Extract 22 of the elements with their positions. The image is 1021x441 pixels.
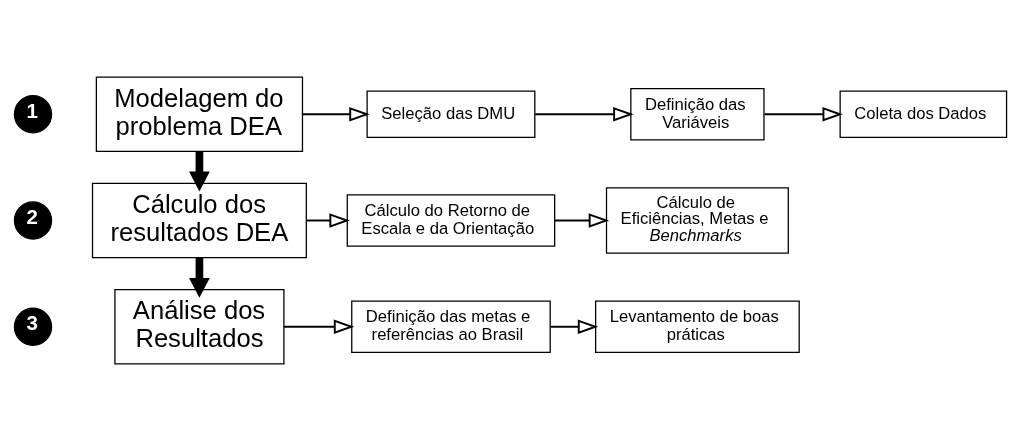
arrow [283, 319, 355, 334]
arrow [301, 107, 370, 122]
arrow [189, 151, 210, 192]
node-box: Coleta dos Dados [839, 90, 1008, 138]
arrow [305, 213, 350, 228]
node-circle: 2 [13, 201, 53, 240]
node-circle: 1 [13, 95, 53, 134]
arrow [534, 107, 634, 122]
arrow [549, 319, 599, 334]
node-circle: 3 [13, 307, 53, 346]
node-box: Levantamento de boas práticas [595, 300, 800, 353]
arrow [763, 107, 843, 122]
node-box: Cálculo de Eficiências, Metas e Benchmarks [605, 187, 789, 254]
arrow [189, 257, 210, 298]
node-box: Cálculo do Retorno de Escala e da Orientação [346, 194, 556, 247]
node-box: Definição das metas e referências ao Brasil [351, 300, 551, 353]
node-box: Cálculo dos resultados DEA [91, 182, 307, 259]
node-box: Definição das Variáveis [630, 88, 765, 141]
node-box: Modelagem do problema DEA [95, 76, 304, 152]
node-box: Análise dos Resultados [114, 289, 285, 365]
node-box: Seleção das DMU [366, 90, 536, 138]
arrow [554, 213, 610, 228]
